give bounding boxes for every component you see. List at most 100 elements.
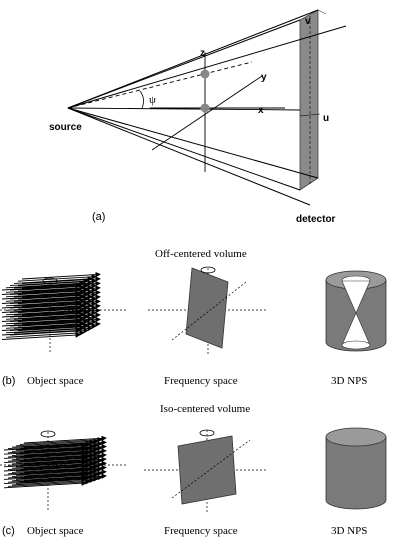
- ray-arrow: [5, 330, 85, 338]
- ray-arrow: [13, 307, 93, 316]
- ray-arrow: [9, 282, 89, 291]
- ray-arrow: [9, 314, 89, 323]
- source-label: source: [49, 122, 82, 133]
- ray-arrow: [21, 303, 101, 311]
- ray-arrow: [21, 285, 101, 293]
- ray-arrow: [9, 278, 89, 287]
- ray-arrow: [17, 319, 97, 327]
- ray-arrow: [17, 278, 97, 287]
- ray-arrow: [21, 276, 101, 284]
- ray-arrow: [19, 458, 103, 466]
- rotation-icon: [40, 430, 56, 438]
- ray-arrow: [21, 271, 101, 280]
- ray-arrow: [17, 287, 97, 296]
- ray-arrow: [19, 445, 103, 454]
- ray-arrow: [1, 287, 81, 295]
- nps-label-c: 3D NPS: [331, 525, 367, 537]
- ray-arrow: [15, 451, 99, 459]
- ray-arrow: [5, 307, 85, 316]
- tilted-ray: [67, 61, 253, 109]
- ray-arrow: [9, 296, 89, 305]
- ray-arrow: [21, 312, 101, 320]
- ray-arrow: [23, 465, 107, 473]
- ray-arrow: [15, 463, 99, 472]
- ray-arrow: [19, 453, 103, 462]
- ray-arrow: [13, 289, 93, 298]
- ray-arrow: [21, 280, 101, 289]
- object-space-label-b: Object space: [27, 375, 84, 387]
- ray-arrow: [5, 294, 85, 302]
- missing-cone: [341, 280, 371, 314]
- ray-arrow: [21, 316, 101, 325]
- ray-arrow: [17, 314, 97, 323]
- ray-arrow: [11, 452, 95, 461]
- ray-arrow: [5, 285, 85, 293]
- rotation-icon: [200, 266, 216, 274]
- ray-arrow: [21, 307, 101, 316]
- ray-arrow: [17, 305, 97, 314]
- object-space-label-c: Object space: [27, 525, 84, 537]
- ray-arrow: [13, 316, 93, 325]
- ray-arrow: [1, 305, 81, 313]
- panel-b-heading: Off-centered volume: [155, 248, 247, 260]
- ray-arrow: [5, 289, 85, 298]
- axis-y-label: y: [261, 72, 267, 83]
- ray-arrow: [9, 318, 89, 327]
- panel-a: source detector x y z u v ψ (a): [49, 9, 347, 225]
- ray-arrow: [1, 300, 81, 309]
- ray-arrow: [15, 467, 99, 476]
- ray-arrow: [13, 325, 93, 334]
- ray-arrow: [9, 291, 89, 300]
- nps-label-b: 3D NPS: [331, 375, 367, 387]
- detector-label: detector: [296, 214, 336, 225]
- ray-arrow: [17, 274, 97, 282]
- ray-arrow: [1, 323, 81, 331]
- psi-label: ψ: [149, 94, 156, 106]
- ray-arrow: [17, 296, 97, 305]
- ray-arrow: [15, 476, 99, 485]
- ray-arrow: [9, 287, 89, 296]
- ray-arrow: [3, 480, 87, 489]
- ray-arrow: [9, 305, 89, 314]
- ray-arrow: [9, 323, 89, 332]
- psi-arc: [139, 90, 144, 109]
- ray-arrow: [23, 456, 107, 465]
- ray-arrow: [5, 303, 85, 311]
- ray-arrow: [19, 441, 103, 450]
- object-space-c: [0, 430, 128, 510]
- ray-arrow: [23, 469, 107, 478]
- ray-stack-b: [1, 271, 101, 340]
- ray-arrow: [15, 442, 99, 451]
- object-space-b: [0, 271, 128, 352]
- rotation-icon: [199, 429, 215, 437]
- ray-arrow: [5, 316, 85, 325]
- ray-arrow: [17, 292, 97, 300]
- axis-z-label: z: [200, 48, 205, 59]
- ray-arrow: [15, 459, 99, 468]
- ray-arrow: [11, 477, 95, 486]
- ray-arrow: [17, 323, 97, 332]
- ray-arrow: [11, 469, 95, 478]
- ray-arrow: [15, 438, 99, 447]
- ray-arrow: [19, 470, 103, 479]
- ray-arrow: [13, 294, 93, 302]
- nps-cylinder-c: [325, 427, 387, 510]
- ray-arrow: [1, 318, 81, 327]
- frequency-space-b: [148, 266, 266, 355]
- ray-arrow: [1, 309, 81, 318]
- panel-c: Iso-centered volume (c) Object space Fre…: [0, 403, 387, 537]
- ray-arrow: [11, 444, 95, 452]
- ray-arrow: [15, 455, 99, 464]
- ray-arrow: [1, 291, 81, 300]
- ray-arrow: [23, 439, 107, 448]
- ray-arrow: [9, 300, 89, 309]
- ray-arrow: [11, 456, 95, 465]
- panel-b-label: (b): [2, 375, 15, 387]
- ray-arrow: [11, 448, 95, 457]
- x-ray-cone: [67, 9, 347, 206]
- ray-arrow: [23, 448, 107, 457]
- fourier-plane-b: [185, 267, 229, 349]
- ray-arrow: [21, 289, 101, 298]
- ray-arrow: [11, 439, 95, 448]
- ray-arrow: [11, 473, 95, 482]
